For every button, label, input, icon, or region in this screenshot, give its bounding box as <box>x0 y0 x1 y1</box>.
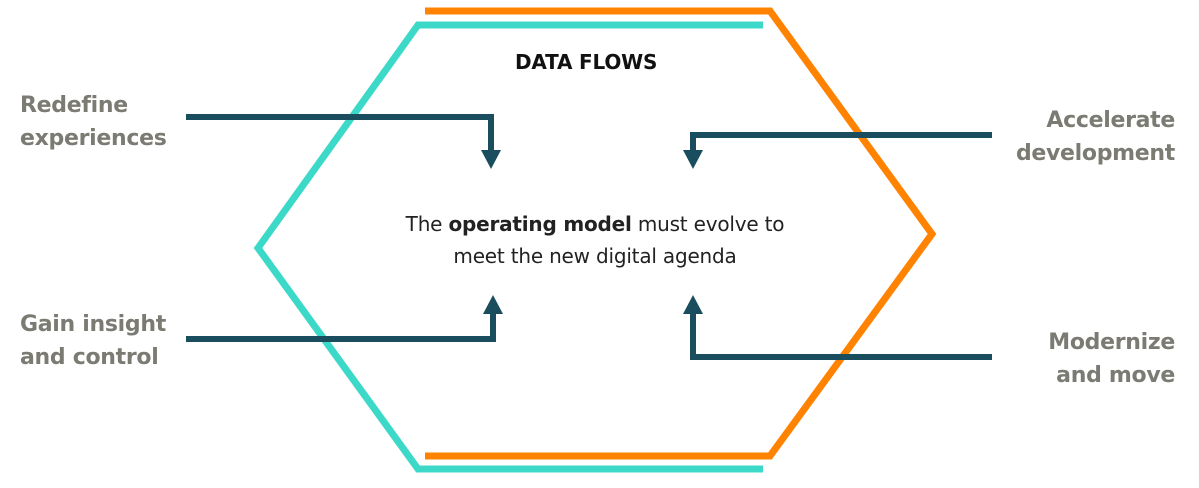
center-text-after: must evolve to <box>631 212 785 236</box>
center-text-before: The <box>405 212 449 236</box>
arrow-gain-insight <box>186 295 503 342</box>
arrow-modernize-move <box>683 295 992 360</box>
label-line: Modernize <box>1048 330 1175 355</box>
label-accelerate-development: Accelerate development <box>1016 104 1175 170</box>
label-gain-insight: Gain insight and control <box>20 308 166 374</box>
label-line: Redefine <box>20 93 128 118</box>
diagram-title: DATA FLOWS <box>515 50 658 74</box>
label-line: development <box>1015 141 1175 166</box>
label-line: and control <box>20 345 159 370</box>
center-text-line2: meet the new digital agenda <box>453 244 737 268</box>
teal-hexagon-outline <box>253 21 763 473</box>
label-line: Accelerate <box>1046 108 1175 133</box>
label-modernize-move: Modernize and move <box>1048 326 1175 392</box>
label-line: Gain insight <box>20 312 166 337</box>
orange-hexagon-outline <box>425 7 937 460</box>
center-text-bold: operating model <box>448 212 632 236</box>
label-redefine-experiences: Redefine experiences <box>20 89 167 155</box>
label-line: experiences <box>20 126 167 151</box>
label-line: and move <box>1056 363 1175 388</box>
arrow-redefine-experiences <box>186 114 501 169</box>
arrow-accelerate-development <box>683 132 992 169</box>
center-statement: The operating model must evolve to meet … <box>345 208 845 272</box>
